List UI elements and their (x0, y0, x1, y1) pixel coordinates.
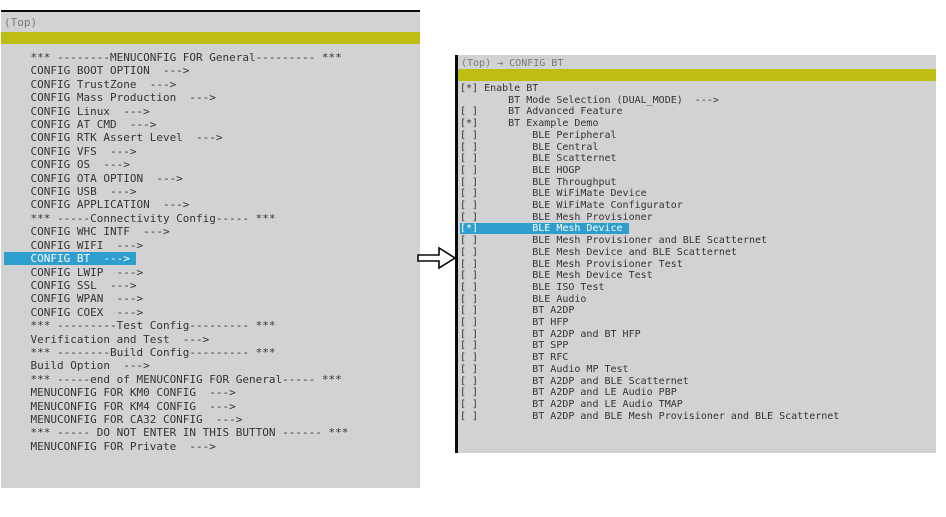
menu-item[interactable]: [ ] BLE WiFiMate Device (460, 188, 647, 200)
menu-item[interactable]: MENUCONFIG FOR KM0 CONFIG ---> (4, 386, 236, 400)
menu-item[interactable]: CONFIG SSL ---> (4, 278, 137, 292)
menu-item[interactable]: CONFIG AT CMD ---> (4, 118, 157, 132)
menu-item[interactable]: [*] BT Example Demo (460, 118, 599, 130)
selected-item-highlight: CONFIG BT ---> (4, 252, 137, 266)
menu-item[interactable]: [*] BLE Mesh Device (460, 223, 936, 235)
menu-item[interactable]: [ ] BLE Scatternet (460, 153, 617, 165)
menu-item[interactable]: MENUCONFIG FOR KM4 CONFIG ---> (4, 399, 236, 413)
menu-item[interactable]: [ ] BT A2DP and LE Audio PBP (460, 387, 677, 399)
menu-item[interactable]: Verification and Test ---> (4, 332, 210, 346)
menu-item[interactable]: CONFIG USB ---> (4, 185, 137, 199)
menu-item[interactable]: [ ] BT RFC (460, 352, 569, 364)
menu-item[interactable]: [ ] BLE Peripheral (460, 129, 617, 141)
menu-comment: *** -----end of MENUCONFIG FOR General--… (4, 372, 342, 386)
menu-item[interactable]: CONFIG WHC INTF ---> (4, 225, 170, 239)
menu-item[interactable]: [ ] BLE HOGP (460, 164, 581, 176)
menu-item[interactable]: [ ] BLE Mesh Provisioner (460, 211, 653, 223)
menuconfig-bt-panel: (Top) → CONFIG BT [*] Enable BT BT Mode … (455, 55, 936, 453)
menu-item[interactable]: CONFIG VFS ---> (4, 144, 137, 158)
menu-item[interactable]: [ ] BT A2DP (460, 305, 575, 317)
menu-item[interactable]: [ ] BLE Mesh Device and BLE Scatternet (460, 246, 737, 258)
menu-list-bt: [*] Enable BT BT Mode Selection (DUAL_MO… (458, 81, 936, 422)
menu-item[interactable]: [*] Enable BT (460, 83, 539, 94)
breadcrumb-top: (Top) (4, 16, 38, 29)
menu-comment: *** --------MENUCONFIG FOR General------… (4, 51, 342, 64)
menu-item[interactable]: CONFIG OTA OPTION ---> (4, 171, 183, 185)
menu-item[interactable]: [ ] BT SPP (460, 340, 569, 352)
menu-item[interactable]: [ ] BT A2DP and BT HFP (460, 328, 641, 340)
menu-item[interactable]: [ ] BT Advanced Feature (460, 106, 623, 118)
menu-item[interactable]: BT Mode Selection (DUAL_MODE) ---> (460, 94, 719, 106)
selection-separator-bar (1, 32, 420, 44)
menu-comment: *** ---------Test Config--------- *** (4, 319, 276, 333)
menu-item[interactable]: CONFIG LWIP ---> (4, 265, 144, 279)
menu-item[interactable]: CONFIG WPAN ---> (4, 292, 144, 306)
menu-item[interactable]: MENUCONFIG FOR CA32 CONFIG ---> (4, 412, 243, 426)
selected-item-highlight: [*] BLE Mesh Device (460, 223, 629, 235)
menu-item[interactable]: CONFIG APPLICATION ---> (4, 198, 190, 212)
menu-item[interactable]: CONFIG WIFI ---> (4, 238, 144, 252)
menuconfig-general-panel: (Top) *** --------MENUCONFIG FOR General… (1, 10, 420, 488)
menu-item[interactable]: [ ] BLE Central (460, 141, 599, 153)
menu-item[interactable]: [ ] BT A2DP and BLE Scatternet (460, 375, 689, 387)
menu-item[interactable]: CONFIG RTK Assert Level ---> (4, 131, 223, 145)
menu-comment: *** --------Build Config--------- *** (4, 345, 276, 359)
menu-item[interactable]: [ ] BLE Mesh Device Test (460, 270, 653, 282)
breadcrumb-config-bt: (Top) → CONFIG BT (461, 58, 564, 69)
menu-list-general: *** --------MENUCONFIG FOR General------… (1, 44, 420, 453)
menu-item[interactable]: [ ] BLE Mesh Provisioner and BLE Scatter… (460, 235, 768, 247)
menu-item[interactable]: [ ] BLE Throughput (460, 176, 617, 188)
menu-item[interactable]: [ ] BLE ISO Test (460, 281, 605, 293)
menu-item[interactable]: MENUCONFIG FOR Private ---> (4, 439, 216, 453)
menu-item[interactable]: CONFIG OS ---> (4, 158, 130, 172)
selection-separator-bar (458, 69, 936, 81)
menu-item[interactable]: CONFIG TrustZone ---> (4, 77, 177, 91)
menu-item[interactable]: [ ] BT A2DP and LE Audio TMAP (460, 398, 683, 410)
menu-item[interactable]: CONFIG COEX ---> (4, 305, 144, 319)
menu-item[interactable]: CONFIG BOOT OPTION ---> (4, 64, 190, 78)
menu-item[interactable]: [ ] BLE WiFiMate Configurator (460, 200, 683, 212)
menu-comment: *** ----- DO NOT ENTER IN THIS BUTTON --… (4, 426, 349, 440)
menu-item[interactable]: CONFIG BT ---> (4, 252, 420, 266)
menu-comment: *** -----Connectivity Config----- *** (4, 211, 276, 225)
menu-item[interactable]: [ ] BLE Audio (460, 293, 587, 305)
menu-item[interactable]: [ ] BT Audio MP Test (460, 363, 629, 375)
block-arrow-right-icon (417, 246, 457, 270)
menu-item[interactable]: [ ] BT HFP (460, 317, 569, 329)
menu-item[interactable]: [ ] BLE Mesh Provisioner Test (460, 258, 683, 270)
menu-item[interactable]: [ ] BT A2DP and BLE Mesh Provisioner and… (460, 410, 840, 422)
menu-item[interactable]: CONFIG Linux ---> (4, 104, 150, 118)
menu-item[interactable]: Build Option ---> (4, 359, 150, 373)
menu-item[interactable]: CONFIG Mass Production ---> (4, 91, 216, 105)
